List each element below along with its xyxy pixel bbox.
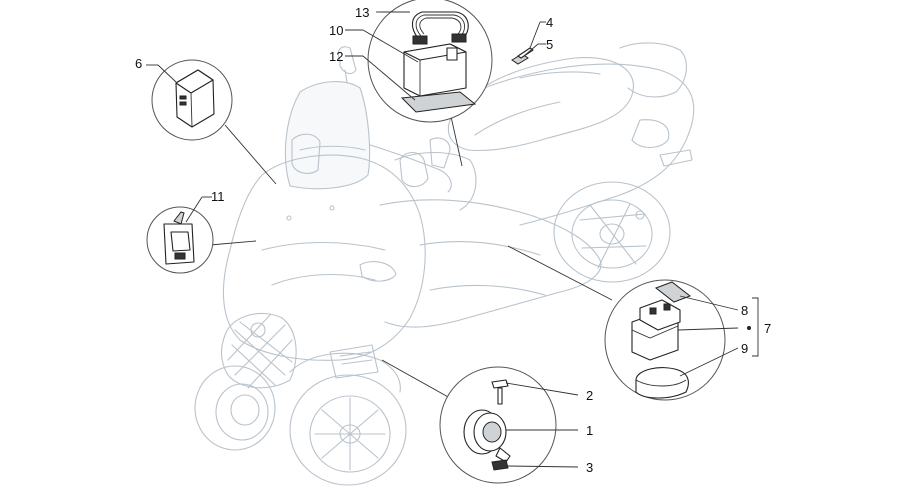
right-grip xyxy=(399,151,429,188)
headlight-left xyxy=(291,133,321,174)
relay-top xyxy=(175,69,214,94)
front-left-wheel-rim xyxy=(215,383,269,441)
tunnel xyxy=(394,152,477,211)
front-suspension xyxy=(329,344,379,379)
horn-bolt-head xyxy=(491,379,509,389)
callout-battery xyxy=(345,0,493,167)
callout-starter-relay xyxy=(507,245,759,401)
label-11: 11 xyxy=(211,189,225,204)
rear-wheel-tire xyxy=(553,181,671,283)
fuse xyxy=(654,281,692,303)
battery-connector xyxy=(412,35,428,45)
battery-mat xyxy=(400,91,477,113)
label-5: 5 xyxy=(546,37,553,52)
relay-terminal xyxy=(179,95,187,100)
label-2: 2 xyxy=(586,388,593,403)
callout-horn xyxy=(381,359,579,484)
left-mirror xyxy=(337,46,357,75)
horn-bolt xyxy=(497,387,503,405)
label-6: 6 xyxy=(135,56,142,71)
front-fender xyxy=(289,352,401,393)
label-4: 4 xyxy=(546,15,553,30)
label-8: 8 xyxy=(741,303,748,318)
part-labels: 1 2 3 4 5 6 7 8 9 10 11 12 13 xyxy=(135,5,771,475)
rear-brake-caliper xyxy=(635,210,645,220)
rear-rack xyxy=(619,42,687,98)
front-left-wheel-tire xyxy=(194,365,276,451)
relay-pointer xyxy=(224,124,277,185)
label-13: 13 xyxy=(355,5,369,20)
switch-knob xyxy=(173,211,185,225)
tail-light xyxy=(631,119,670,149)
label-10: 10 xyxy=(329,23,343,38)
right-mirror xyxy=(429,137,451,169)
side-indicator xyxy=(359,261,397,282)
front-right-wheel-tire xyxy=(289,374,407,486)
label-9: 9 xyxy=(741,341,748,356)
rear-indicator xyxy=(659,149,693,167)
callout-switch xyxy=(146,196,257,274)
battery-pointer xyxy=(449,111,463,167)
label-1: 1 xyxy=(586,423,593,438)
rear-wheel-hub xyxy=(599,223,625,245)
scooter-outline xyxy=(194,42,695,486)
front-right-wheel-rim xyxy=(309,395,391,473)
front-fairing xyxy=(222,154,426,361)
label-7: 7 xyxy=(764,321,771,336)
horn-pointer xyxy=(381,359,451,399)
front-emblem xyxy=(250,322,266,338)
battery-screw-group xyxy=(511,21,546,65)
horn-clip xyxy=(491,459,509,471)
callout-relay xyxy=(146,59,277,185)
horn-center xyxy=(482,421,502,443)
label-3: 3 xyxy=(586,460,593,475)
group-dot xyxy=(747,326,751,330)
seat xyxy=(447,57,634,152)
switch-pointer xyxy=(209,240,257,246)
front-grille xyxy=(221,312,297,389)
label-12: 12 xyxy=(329,49,343,64)
group-bracket xyxy=(752,297,759,357)
footboard xyxy=(379,199,602,328)
rear-body xyxy=(454,63,695,226)
screw xyxy=(517,47,534,59)
rear-wheel-rim xyxy=(571,199,653,269)
windscreen xyxy=(284,81,371,190)
starter-relay-pointer xyxy=(507,245,613,301)
relay-holder xyxy=(635,367,689,399)
